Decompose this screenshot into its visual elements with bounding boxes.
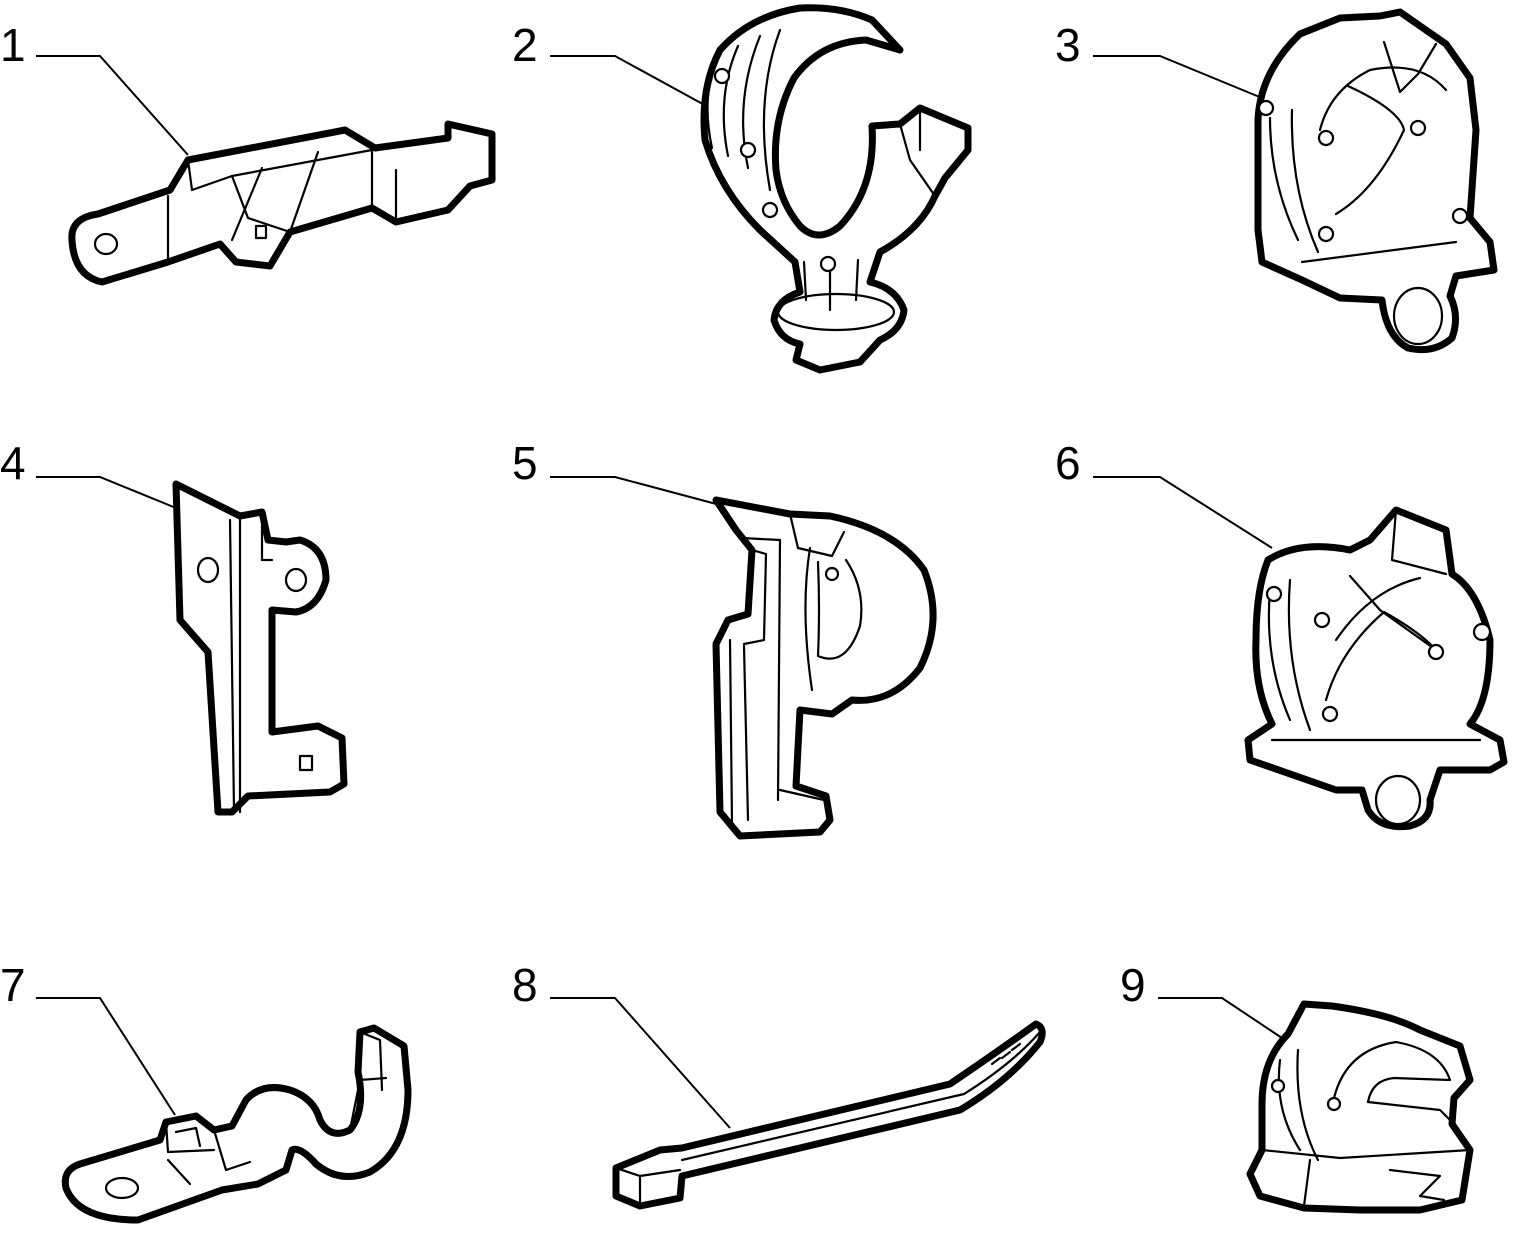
leader-line-5: [550, 476, 721, 506]
part-3-double-pipe-clip: [1254, 8, 1498, 354]
callout-number-1: 1: [0, 19, 26, 71]
part-1-bracket: [68, 120, 496, 286]
leader-line-4: [36, 476, 177, 509]
callout-number-2: 2: [512, 19, 538, 71]
leader-line-2: [550, 55, 711, 109]
callout-number-5: 5: [512, 437, 538, 489]
callout-number-3: 3: [1055, 19, 1081, 71]
leader-line-6: [1093, 476, 1273, 549]
callout-number-6: 6: [1055, 437, 1081, 489]
leader-line-9: [1158, 997, 1283, 1039]
part-8-cable-tie: [612, 1020, 1046, 1210]
leader-lines: [36, 55, 1283, 1129]
part-6-pipe-clip: [1244, 506, 1508, 831]
part-4-plate-bracket: [172, 480, 348, 816]
leader-line-8: [550, 997, 731, 1129]
part-2-pipe-clip: [700, 4, 972, 374]
callout-number-7: 7: [0, 959, 26, 1011]
callout-number-4: 4: [0, 437, 26, 489]
part-9-small-pipe-clip: [1246, 1000, 1474, 1214]
leader-line-3: [1093, 55, 1263, 99]
leader-line-1: [36, 55, 189, 156]
part-5-p-clip: [712, 496, 937, 840]
callout-number-9: 9: [1120, 959, 1146, 1011]
callout-number-8: 8: [512, 959, 538, 1011]
leader-line-7: [36, 997, 176, 1116]
part-7-strap-clamp: [61, 1024, 412, 1224]
